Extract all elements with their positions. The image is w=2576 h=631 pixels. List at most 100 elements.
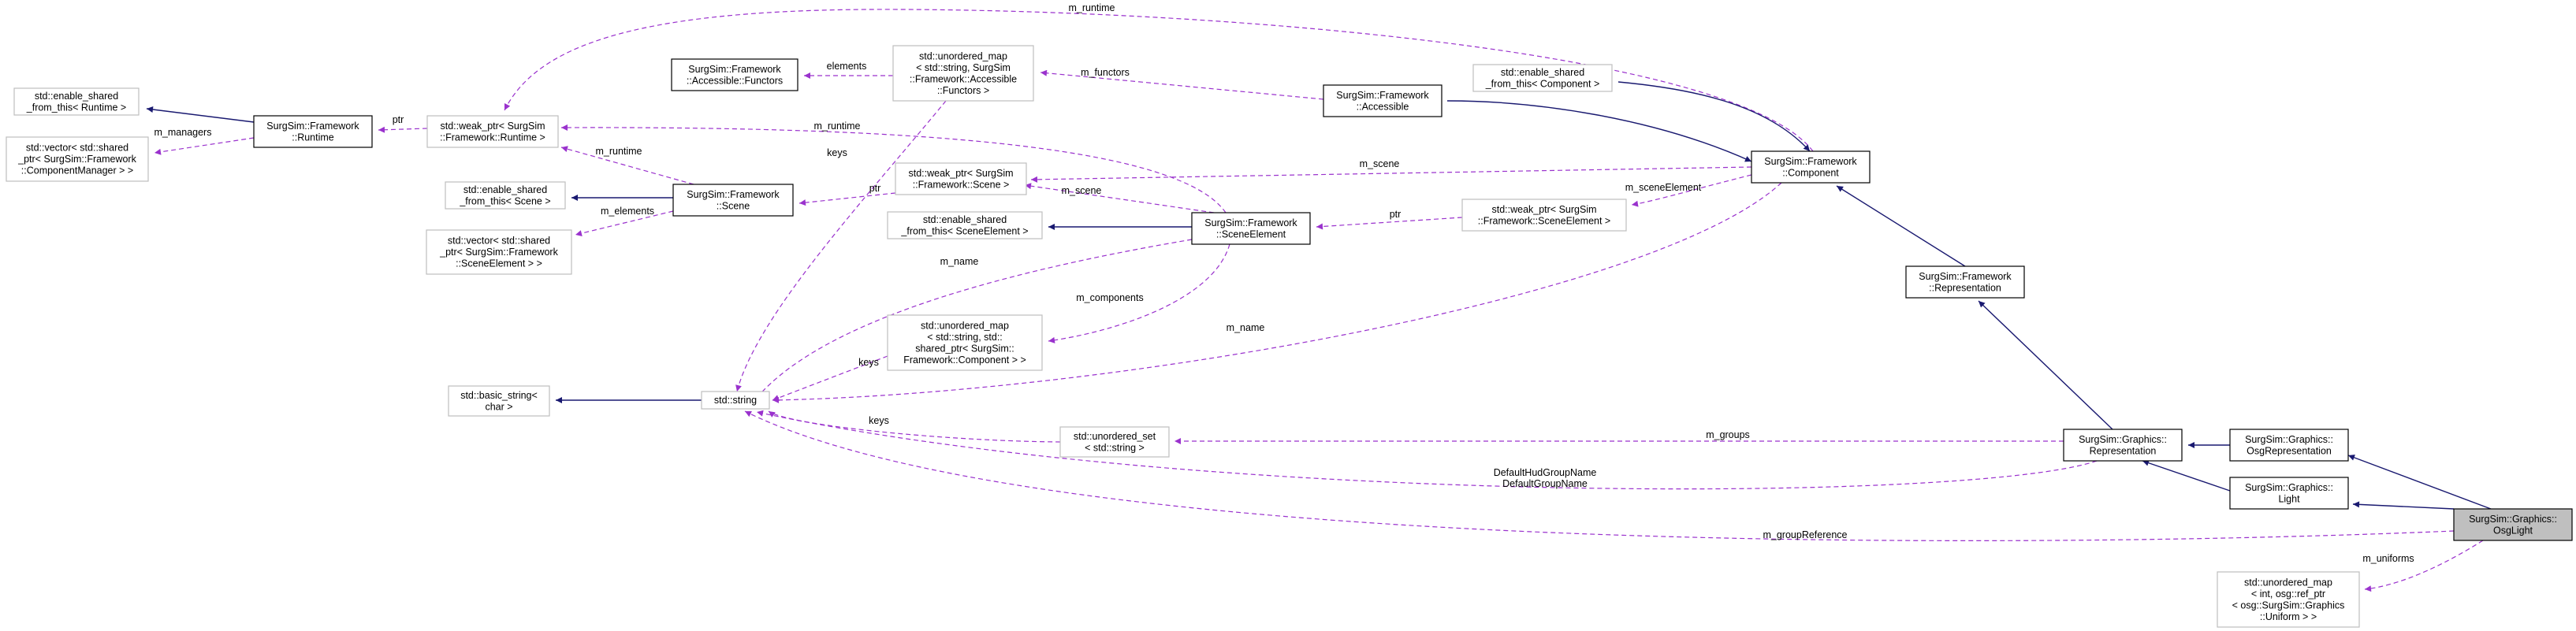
class-name-line: ::ComponentManager > > xyxy=(21,165,133,176)
class-name-line: Light xyxy=(2278,493,2300,504)
class-box xyxy=(2453,508,2573,541)
edge-components-map-keys xyxy=(772,355,888,401)
edge-labels-layer: m_runtimem_managersptrelementsm_functors… xyxy=(154,2,2414,564)
edge-enable-shared-component-to-component xyxy=(1617,81,1811,152)
class-name-line: std::weak_ptr< SurgSim xyxy=(440,121,545,132)
class-name-line: std::string xyxy=(714,395,757,406)
edge-scene-element-name xyxy=(756,239,1193,399)
class-box xyxy=(672,184,794,217)
class-node-enable-shared-runtime: std::enable_shared_from_this< Runtime > xyxy=(13,87,140,116)
class-node-component[interactable]: SurgSim::Framework::Component xyxy=(1751,150,1871,184)
class-node-unordered-map-uniforms: std::unordered_map< int, osg::ref_ptr< o… xyxy=(2217,571,2360,628)
edge-weak-runtime-to-runtime xyxy=(378,126,428,133)
class-name-line: Framework::Component > > xyxy=(903,354,1026,366)
class-box xyxy=(892,45,1034,102)
class-box xyxy=(1191,212,1311,245)
class-box xyxy=(1323,84,1442,117)
edge-label-elements: elements xyxy=(827,61,867,72)
edge-label-m-elements: m_elements xyxy=(601,206,654,217)
class-node-vector-scene-element: std::vector< std::shared_ptr< SurgSim::F… xyxy=(426,229,572,275)
edges-layer xyxy=(146,9,2492,592)
class-name-line: SurgSim::Framework xyxy=(1919,271,2012,282)
class-box xyxy=(6,136,149,182)
class-name-line: < std::string > xyxy=(1085,442,1145,453)
class-node-scene-element[interactable]: SurgSim::Framework::SceneElement xyxy=(1191,212,1311,245)
edge-osg-light-group-reference xyxy=(744,410,2455,541)
class-name-line: std::enable_shared xyxy=(35,91,118,102)
class-name-line: std::unordered_map xyxy=(921,320,1009,331)
class-node-unordered-map-functors: std::unordered_map< std::string, SurgSim… xyxy=(892,45,1034,102)
class-name-line: < std::string, std:: xyxy=(927,332,1003,343)
class-node-osg-light[interactable]: SurgSim::Graphics::OsgLight xyxy=(2453,508,2573,541)
class-node-accessible-functors[interactable]: SurgSim::Framework::Accessible::Functors xyxy=(671,58,798,91)
class-node-unordered-set-string: std::unordered_set< std::string > xyxy=(1059,426,1170,458)
class-box xyxy=(887,211,1043,239)
class-node-runtime[interactable]: SurgSim::Framework::Runtime xyxy=(253,115,373,148)
edge-label-m-name-component: m_name xyxy=(1227,322,1265,333)
class-name-line: std::weak_ptr< SurgSim xyxy=(908,168,1013,179)
class-node-accessible[interactable]: SurgSim::Framework::Accessible xyxy=(1323,84,1442,117)
edge-component-scene-element xyxy=(1631,174,1752,207)
class-box xyxy=(1472,64,1613,92)
class-node-framework-representation[interactable]: SurgSim::Framework::Representation xyxy=(1905,265,2025,299)
class-name-line: ::Runtime xyxy=(292,132,334,143)
edge-component-scene xyxy=(1030,166,1752,183)
class-box xyxy=(671,58,798,91)
edge-set-keys xyxy=(768,410,1061,443)
class-box xyxy=(895,162,1027,195)
class-node-light[interactable]: SurgSim::Graphics::Light xyxy=(2229,477,2349,510)
class-name-line: ::SceneElement > > xyxy=(456,258,542,269)
class-name-line: SurgSim::Framework xyxy=(1764,156,1857,167)
edge-label-keys-components: keys xyxy=(858,357,879,368)
class-name-line: SurgSim::Graphics:: xyxy=(2079,434,2167,445)
edge-label-keys-functors: keys xyxy=(827,147,847,158)
class-box xyxy=(445,181,566,210)
class-node-unordered-map-components: std::unordered_map< std::string, std::sh… xyxy=(887,314,1043,371)
edge-weak-scene-element-to-scene-element xyxy=(1316,217,1463,230)
edge-scene-element-to-weak-scene xyxy=(1024,183,1215,213)
class-name-line: ::Accessible::Functors xyxy=(687,75,783,86)
class-box xyxy=(1059,426,1170,458)
edge-label-m-group-reference: m_groupReference xyxy=(1763,529,1847,540)
class-node-graphics-representation[interactable]: SurgSim::Graphics::Representation xyxy=(2063,429,2183,462)
edge-label-default-group-names: DefaultGroupName xyxy=(1502,478,1588,489)
class-box xyxy=(887,314,1043,371)
edge-label-m-functors: m_functors xyxy=(1081,67,1130,78)
edge-label-keys-set: keys xyxy=(869,415,889,426)
edge-label-m-managers: m_managers xyxy=(154,127,212,138)
edge-label-m-groups: m_groups xyxy=(1706,429,1750,440)
class-node-enable-shared-component: std::enable_shared_from_this< Component … xyxy=(1472,64,1613,92)
class-name-line: std::basic_string< xyxy=(460,390,538,401)
class-name-line: SurgSim::Framework xyxy=(1204,217,1297,228)
class-node-osg-representation[interactable]: SurgSim::Graphics::OsgRepresentation xyxy=(2229,429,2349,462)
class-name-line: std::enable_shared xyxy=(463,184,547,195)
class-box xyxy=(2229,429,2349,462)
edge-label-m-scene-element: m_scene xyxy=(1062,185,1102,196)
class-name-line: _ptr< SurgSim::Framework xyxy=(439,247,558,258)
edge-label-m-uniforms: m_uniforms xyxy=(2362,553,2414,564)
edge-runtime-managers xyxy=(154,137,255,155)
class-name-line: < int, osg::ref_ptr xyxy=(2251,588,2325,599)
class-box xyxy=(1751,150,1871,184)
edge-label-ptr-scene-element: ptr xyxy=(1390,209,1402,220)
edge-label-m-runtime-top: m_runtime xyxy=(1068,2,1115,13)
class-box xyxy=(2229,477,2349,510)
class-name-line: char > xyxy=(485,401,512,412)
class-node-scene[interactable]: SurgSim::Framework::Scene xyxy=(672,184,794,217)
edge-label-ptr-runtime: ptr xyxy=(393,114,404,125)
class-name-line: _from_this< Runtime > xyxy=(26,102,126,113)
edge-accessible-to-functors-map xyxy=(1040,69,1324,100)
class-box xyxy=(448,385,550,417)
class-name-line: OsgLight xyxy=(2493,525,2533,536)
class-name-line: OsgRepresentation xyxy=(2247,445,2332,456)
class-node-enable-shared-scene: std::enable_shared_from_this< Scene > xyxy=(445,181,566,210)
edge-graphics-rep-to-framework-rep xyxy=(1978,300,2113,430)
class-node-weak-ptr-runtime: std::weak_ptr< SurgSim::Framework::Runti… xyxy=(426,115,559,148)
class-name-line: SurgSim::Framework xyxy=(688,64,781,75)
class-name-line: ::Uniform > > xyxy=(2260,611,2317,622)
edge-framework-rep-to-component xyxy=(1836,185,1966,267)
class-name-line: std::enable_shared xyxy=(1501,67,1584,78)
class-box xyxy=(2063,429,2183,462)
edge-label-m-name-element: m_name xyxy=(940,256,979,267)
class-box xyxy=(2217,571,2360,628)
